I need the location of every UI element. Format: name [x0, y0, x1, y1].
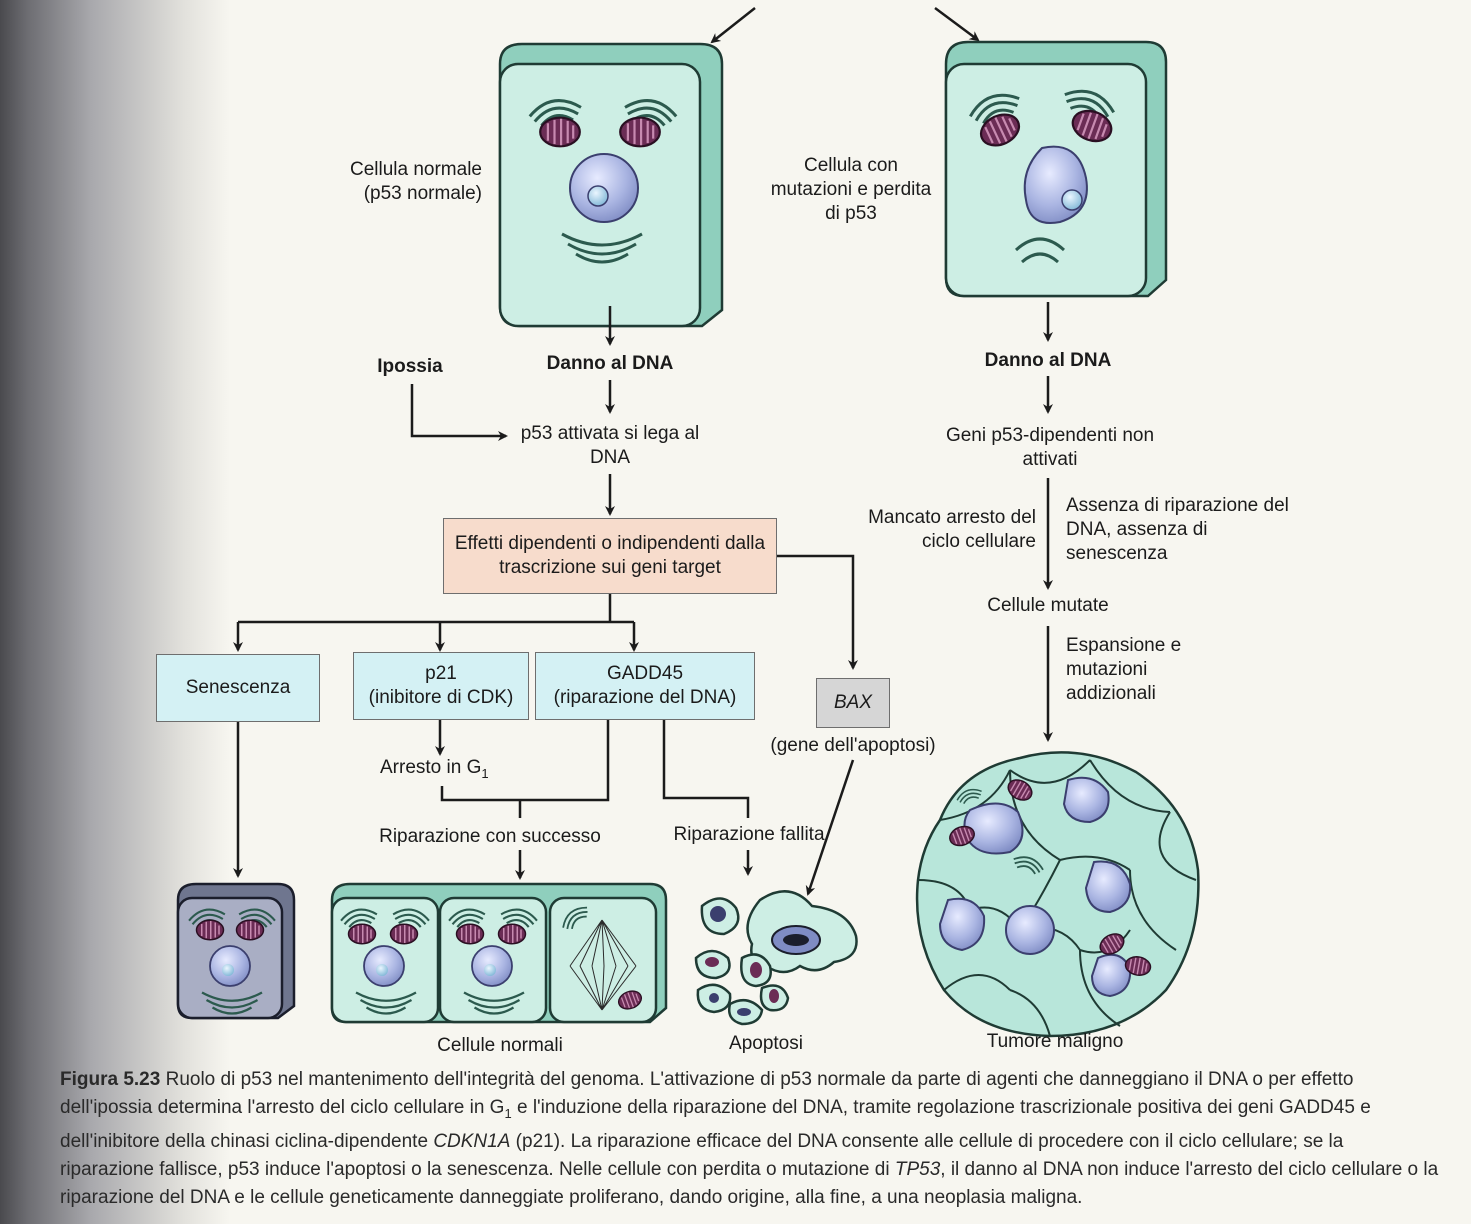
malignant-tumor — [917, 752, 1198, 1036]
senescent-cell — [178, 884, 294, 1018]
dna-damage-right-label: Danno al DNA — [958, 349, 1138, 373]
gadd45-box-line1: GADD45 — [607, 662, 683, 686]
p21-box-line2: (inibitore di CDK) — [369, 686, 514, 710]
no-cycle-arrest-label: Mancato arresto del ciclo cellulare — [856, 506, 1036, 554]
effects-box: Effetti dipendenti o indipendenti dalla … — [443, 518, 777, 594]
p53-binds-label: p53 attivata si lega al DNA — [510, 422, 710, 470]
senescence-box-text: Senescenza — [186, 676, 291, 700]
caption-gene2: TP53 — [895, 1159, 940, 1180]
bax-box: BAX — [816, 678, 890, 728]
malignant-tumor-label: Tumore maligno — [960, 1030, 1150, 1054]
caption-sub1: 1 — [504, 1106, 511, 1121]
bax-note-label: (gene dell'apoptosi) — [748, 734, 958, 758]
normal-cell-label-text: Cellula normale (p53 normale) — [350, 159, 482, 204]
p21-box: p21 (inibitore di CDK) — [353, 652, 529, 720]
arrest-g1-label: Arresto in G1 — [380, 756, 540, 786]
mutated-cell — [946, 42, 1166, 296]
repair-failed-label: Riparazione fallita — [656, 823, 842, 847]
figure-caption: Figura 5.23 Ruolo di p53 nel manteniment… — [60, 1066, 1440, 1212]
normal-cell — [500, 44, 722, 326]
caption-gene1: CDKN1A — [433, 1131, 510, 1152]
senescence-box: Senescenza — [156, 654, 320, 722]
p21-box-line1: p21 — [425, 662, 457, 686]
expansion-label: Espansione e mutazioni addizionali — [1066, 634, 1206, 706]
apoptosis-label: Apoptosi — [706, 1032, 826, 1056]
normal-cells-label: Cellule normali — [400, 1034, 600, 1058]
mutated-cell-label: Cellula con mutazioni e perdita di p53 — [766, 154, 936, 226]
repair-success-label: Riparazione con successo — [350, 825, 630, 849]
arrest-g1-sub: 1 — [481, 766, 488, 781]
caption-figure-number: Figura 5.23 — [60, 1069, 160, 1090]
dna-damage-left-label: Danno al DNA — [520, 352, 700, 376]
mutated-cells-label: Cellule mutate — [966, 594, 1130, 618]
apoptotic-bodies — [696, 891, 857, 1024]
arrest-g1-text: Arresto in G — [380, 757, 481, 778]
mutated-cell-label-text: Cellula con mutazioni e perdita di p53 — [771, 155, 932, 224]
bax-box-text: BAX — [834, 691, 872, 715]
gadd45-box: GADD45 (riparazione del DNA) — [535, 652, 755, 720]
gadd45-box-line2: (riparazione del DNA) — [554, 686, 737, 710]
normal-cell-label: Cellula normale (p53 normale) — [316, 158, 482, 206]
normal-cells-group — [332, 884, 666, 1022]
genes-not-activated-label: Geni p53-dipendenti non attivati — [940, 424, 1160, 472]
effects-box-text: Effetti dipendenti o indipendenti dalla … — [444, 532, 776, 580]
hypoxia-label: Ipossia — [360, 355, 460, 379]
no-repair-label: Assenza di riparazione del DNA, assenza … — [1066, 494, 1306, 566]
